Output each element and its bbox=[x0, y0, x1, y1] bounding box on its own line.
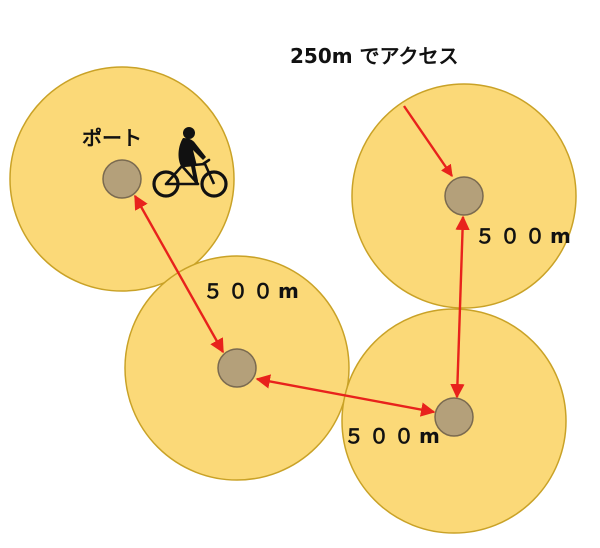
link-port1-port2 bbox=[133, 194, 225, 354]
port-1 bbox=[102, 159, 142, 199]
port-3 bbox=[444, 176, 484, 216]
distance-label-2: ５００m bbox=[475, 224, 576, 248]
port-2 bbox=[217, 348, 257, 388]
link-port3-port4 bbox=[450, 215, 470, 399]
distance-label-1: ５００m bbox=[203, 279, 304, 303]
diagram-title: 250m でアクセス bbox=[290, 44, 459, 68]
bicycle-rider-icon bbox=[152, 127, 228, 198]
distance-label-3: ５００m bbox=[344, 424, 445, 448]
access-arrow bbox=[403, 105, 453, 177]
link-port2-port4 bbox=[255, 374, 436, 417]
port-label: ポート bbox=[82, 126, 142, 150]
